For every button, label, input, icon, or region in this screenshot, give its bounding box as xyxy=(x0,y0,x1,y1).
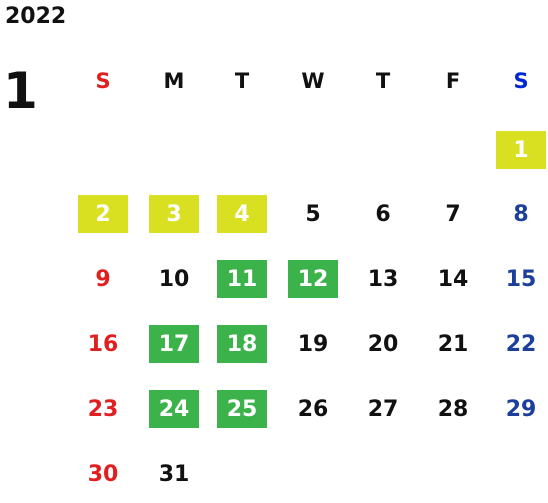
day-21[interactable]: 21 xyxy=(437,331,469,357)
day-17[interactable]: 17 xyxy=(149,325,199,363)
day-26[interactable]: 26 xyxy=(297,396,329,422)
weekday-header-tuesday: T xyxy=(234,69,250,93)
year-label: 2022 xyxy=(5,4,67,29)
day-24[interactable]: 24 xyxy=(149,390,199,428)
month-number: 1 xyxy=(3,62,38,120)
day-13[interactable]: 13 xyxy=(367,266,399,292)
day-3[interactable]: 3 xyxy=(149,195,199,233)
weekday-header-sunday: S xyxy=(95,69,111,93)
day-6[interactable]: 6 xyxy=(375,201,391,227)
day-10[interactable]: 10 xyxy=(158,266,190,292)
weekday-header-friday: F xyxy=(445,69,461,93)
day-30[interactable]: 30 xyxy=(87,461,119,487)
day-22[interactable]: 22 xyxy=(505,331,537,357)
day-5[interactable]: 5 xyxy=(305,201,321,227)
day-8[interactable]: 8 xyxy=(513,201,529,227)
day-11[interactable]: 11 xyxy=(217,260,267,298)
day-23[interactable]: 23 xyxy=(87,396,119,422)
day-20[interactable]: 20 xyxy=(367,331,399,357)
day-29[interactable]: 29 xyxy=(505,396,537,422)
day-14[interactable]: 14 xyxy=(437,266,469,292)
weekday-header-monday: M xyxy=(163,69,185,93)
day-25[interactable]: 25 xyxy=(217,390,267,428)
day-7[interactable]: 7 xyxy=(445,201,461,227)
day-16[interactable]: 16 xyxy=(87,331,119,357)
day-18[interactable]: 18 xyxy=(217,325,267,363)
day-28[interactable]: 28 xyxy=(437,396,469,422)
weekday-header-thursday: T xyxy=(375,69,391,93)
day-27[interactable]: 27 xyxy=(367,396,399,422)
day-9[interactable]: 9 xyxy=(95,266,111,292)
day-1[interactable]: 1 xyxy=(496,131,546,169)
day-2[interactable]: 2 xyxy=(78,195,128,233)
day-31[interactable]: 31 xyxy=(158,461,190,487)
day-12[interactable]: 12 xyxy=(288,260,338,298)
day-4[interactable]: 4 xyxy=(217,195,267,233)
day-15[interactable]: 15 xyxy=(505,266,537,292)
weekday-header-wednesday: W xyxy=(301,69,325,93)
weekday-header-saturday: S xyxy=(513,69,529,93)
day-19[interactable]: 19 xyxy=(297,331,329,357)
